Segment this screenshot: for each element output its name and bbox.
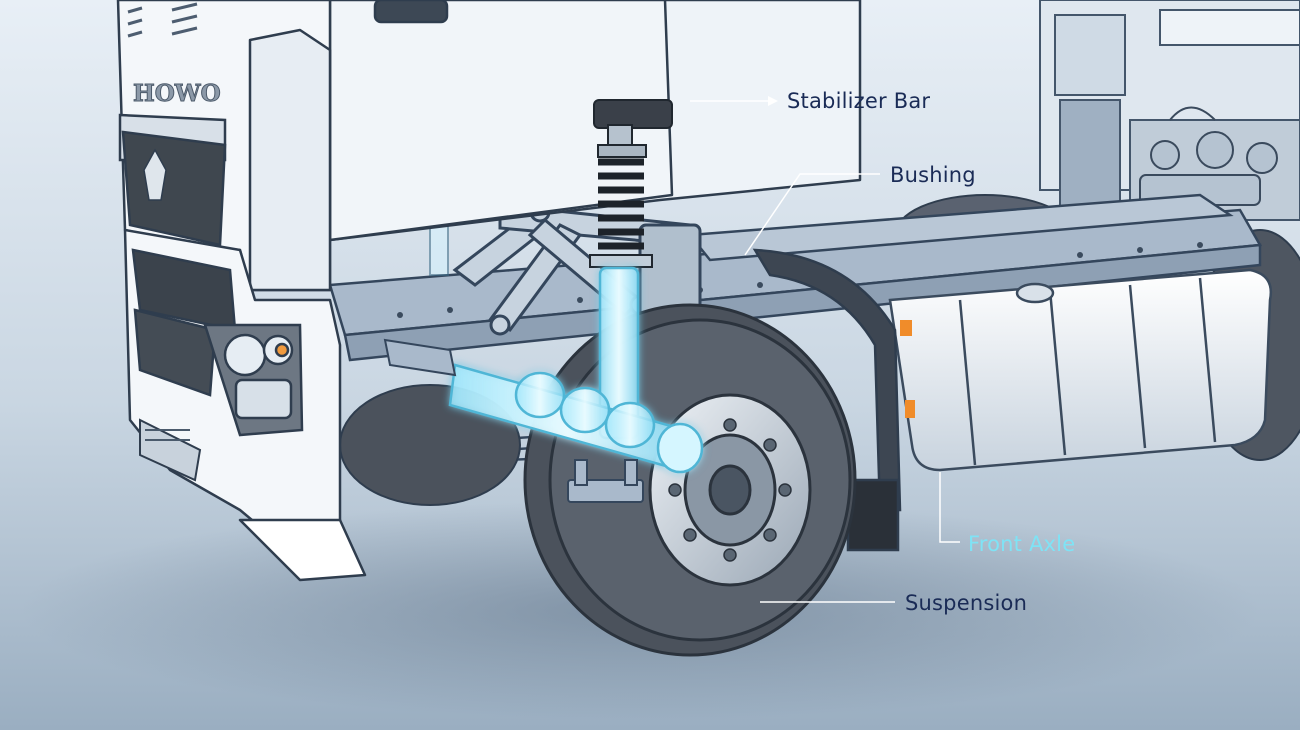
stabilizer-leader-arrow <box>768 96 778 106</box>
wheel-lug-nuts <box>668 418 792 562</box>
truck-emblem-icon <box>143 148 167 201</box>
front-axle-leader-line <box>939 472 960 543</box>
axle-end-bracket <box>383 338 644 503</box>
shock-absorber <box>593 99 673 158</box>
mudguard <box>752 248 915 552</box>
highlighted-axle-assembly <box>448 266 704 474</box>
headlight <box>203 323 304 437</box>
howo-logo-icon: HOWO <box>133 80 221 107</box>
fuel-tank <box>888 268 1273 472</box>
label-front-axle: Front Axle <box>968 532 1076 556</box>
callout-leader-lines <box>690 96 960 603</box>
label-bushing: Bushing <box>890 163 976 187</box>
label-suspension: Suspension <box>905 591 1028 615</box>
bushing-leader-line <box>744 173 880 256</box>
front-grille <box>118 113 237 397</box>
spring-seat <box>589 254 653 268</box>
front-bumper-step <box>139 418 202 482</box>
coil-spring <box>598 158 644 250</box>
cab-vents <box>127 2 198 38</box>
label-stabilizer-bar: Stabilizer Bar <box>787 89 931 113</box>
